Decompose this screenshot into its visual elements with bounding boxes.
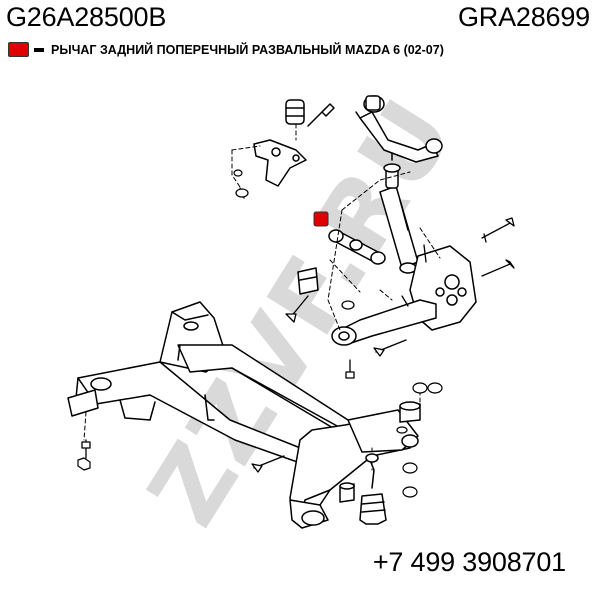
upper-arm	[355, 95, 443, 163]
reference-code: GRA28699	[458, 2, 590, 32]
bolts	[81, 187, 515, 473]
part-code: G26A28500B	[6, 2, 167, 32]
rear-subframe	[67, 301, 419, 529]
legend-description: РЫЧАГ ЗАДНИЙ ПОПЕРЕЧНЫЙ РАЗВАЛЬНЫЙ MAZDA…	[51, 42, 444, 57]
shock-absorber	[379, 149, 419, 274]
mount-bracket	[253, 139, 307, 187]
assembly-lines	[83, 123, 441, 471]
top-mount	[285, 99, 335, 127]
lower-arm	[331, 299, 437, 346]
rubber-mounts	[339, 401, 421, 525]
bushing	[297, 267, 319, 295]
legend: РЫЧАГ ЗАДНИЙ ПОПЕРЕЧНЫЙ РАЗВАЛЬНЫЙ MAZDA…	[8, 42, 444, 57]
legend-dash	[34, 47, 44, 52]
legend-color-swatch	[8, 42, 29, 57]
contact-phone: +7 499 3908701	[372, 547, 566, 577]
highlight-marker	[313, 211, 329, 227]
nuts	[77, 169, 443, 498]
